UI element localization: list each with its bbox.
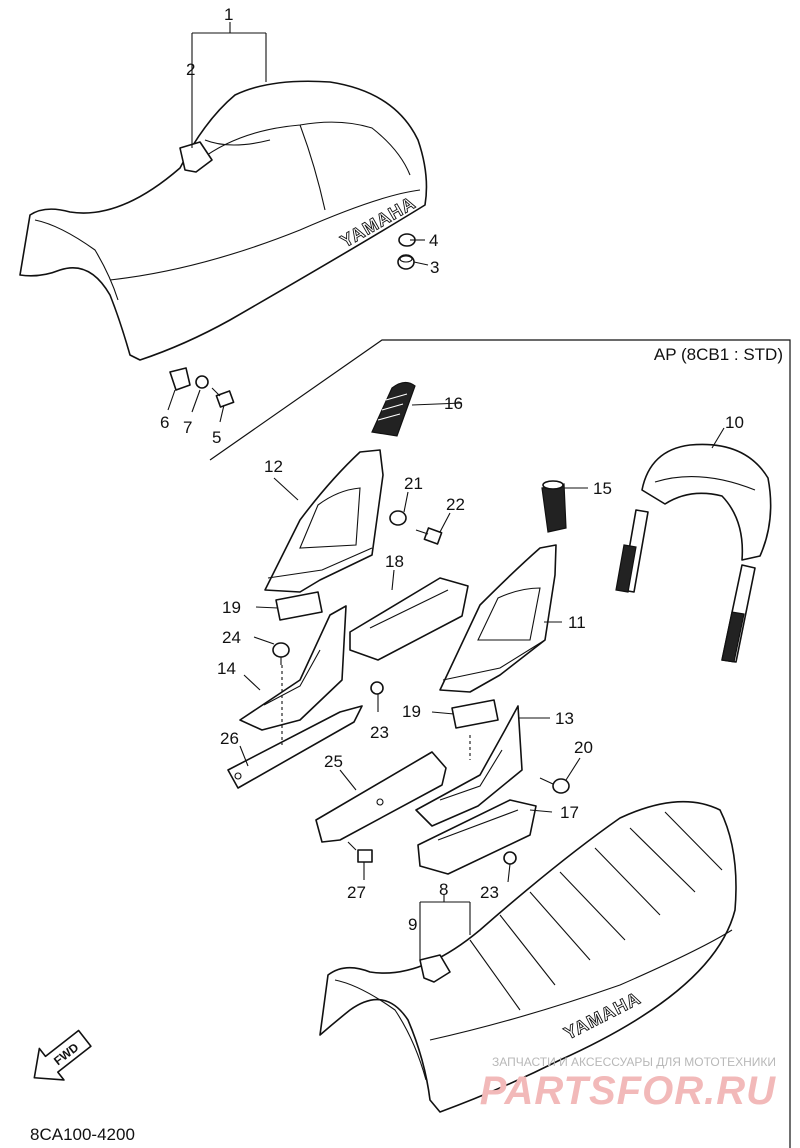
callout-4: 4 [429, 231, 438, 250]
callout-8: 8 [439, 880, 448, 899]
callout-16: 16 [444, 394, 463, 413]
bolt-20[interactable] [539, 777, 570, 794]
bolt-23a[interactable] [370, 681, 384, 695]
callout-19b: 19 [402, 702, 421, 721]
callout-23b: 23 [480, 883, 499, 902]
washer-7[interactable] [195, 375, 209, 389]
seat-assembly-top[interactable]: YAMAHA [19, 80, 428, 361]
callout-12: 12 [264, 457, 283, 476]
watermark-brand: PARTSFOR.RU [480, 1069, 776, 1113]
seat-hook-9[interactable] [419, 954, 451, 983]
callout-24: 24 [222, 628, 241, 647]
seat-assembly-bottom[interactable]: YAMAHA [319, 800, 737, 1113]
bolt-23b[interactable] [503, 851, 517, 865]
callout-19a: 19 [222, 598, 241, 617]
callout-25: 25 [324, 752, 343, 771]
callout-26: 26 [220, 729, 239, 748]
side-bracket-11[interactable] [439, 544, 557, 693]
forward-arrow-icon: FWD [33, 1029, 92, 1081]
stay-25[interactable] [315, 751, 447, 843]
backrest-10[interactable] [615, 443, 772, 663]
callout-7: 7 [183, 418, 192, 437]
bracket-14[interactable] [239, 605, 347, 731]
bolt-21[interactable] [389, 510, 407, 526]
spacer-19a[interactable] [275, 591, 323, 621]
drawing-number: 8CA100-4200 [30, 1125, 135, 1144]
pad-17[interactable] [417, 799, 537, 875]
callout-21: 21 [404, 474, 423, 493]
bolt-27[interactable] [347, 841, 373, 863]
callout-27: 27 [347, 883, 366, 902]
callout-18: 18 [385, 552, 404, 571]
callout-9: 9 [408, 915, 417, 934]
callout-17: 17 [560, 803, 579, 822]
callout-10: 10 [725, 413, 744, 432]
seat-hook-2[interactable] [179, 141, 213, 173]
callout-14: 14 [217, 659, 236, 678]
callout-3: 3 [430, 258, 439, 277]
callout-6: 6 [160, 413, 169, 432]
variant-frame [209, 339, 791, 1148]
watermark-tagline: ЗАПЧАСТИ И АКСЕССУАРЫ ДЛЯ МОТОТЕХНИКИ [492, 1055, 776, 1069]
callout-15: 15 [593, 479, 612, 498]
bolt-24[interactable] [272, 642, 290, 665]
bracket-6[interactable] [169, 367, 191, 391]
callout-23a: 23 [370, 723, 389, 742]
stay-26[interactable] [227, 705, 363, 789]
grip-16[interactable] [371, 381, 416, 437]
bolt-5[interactable] [211, 387, 235, 408]
spacer-19b[interactable] [451, 699, 499, 729]
callout-11: 11 [568, 613, 586, 632]
variant-label: AP (8CB1 : STD) [654, 345, 783, 364]
pad-18[interactable] [349, 577, 469, 661]
bracket-13[interactable] [415, 705, 523, 827]
grip-15[interactable] [541, 480, 567, 533]
callout-13: 13 [555, 709, 574, 728]
callout-2: 2 [186, 60, 195, 79]
callout-22: 22 [446, 495, 465, 514]
callout-20: 20 [574, 738, 593, 757]
side-bracket-12[interactable] [264, 449, 384, 593]
bolt-22[interactable] [415, 527, 443, 545]
damper-3[interactable] [397, 254, 415, 270]
callout-5: 5 [212, 428, 221, 447]
callout-1: 1 [224, 5, 233, 24]
